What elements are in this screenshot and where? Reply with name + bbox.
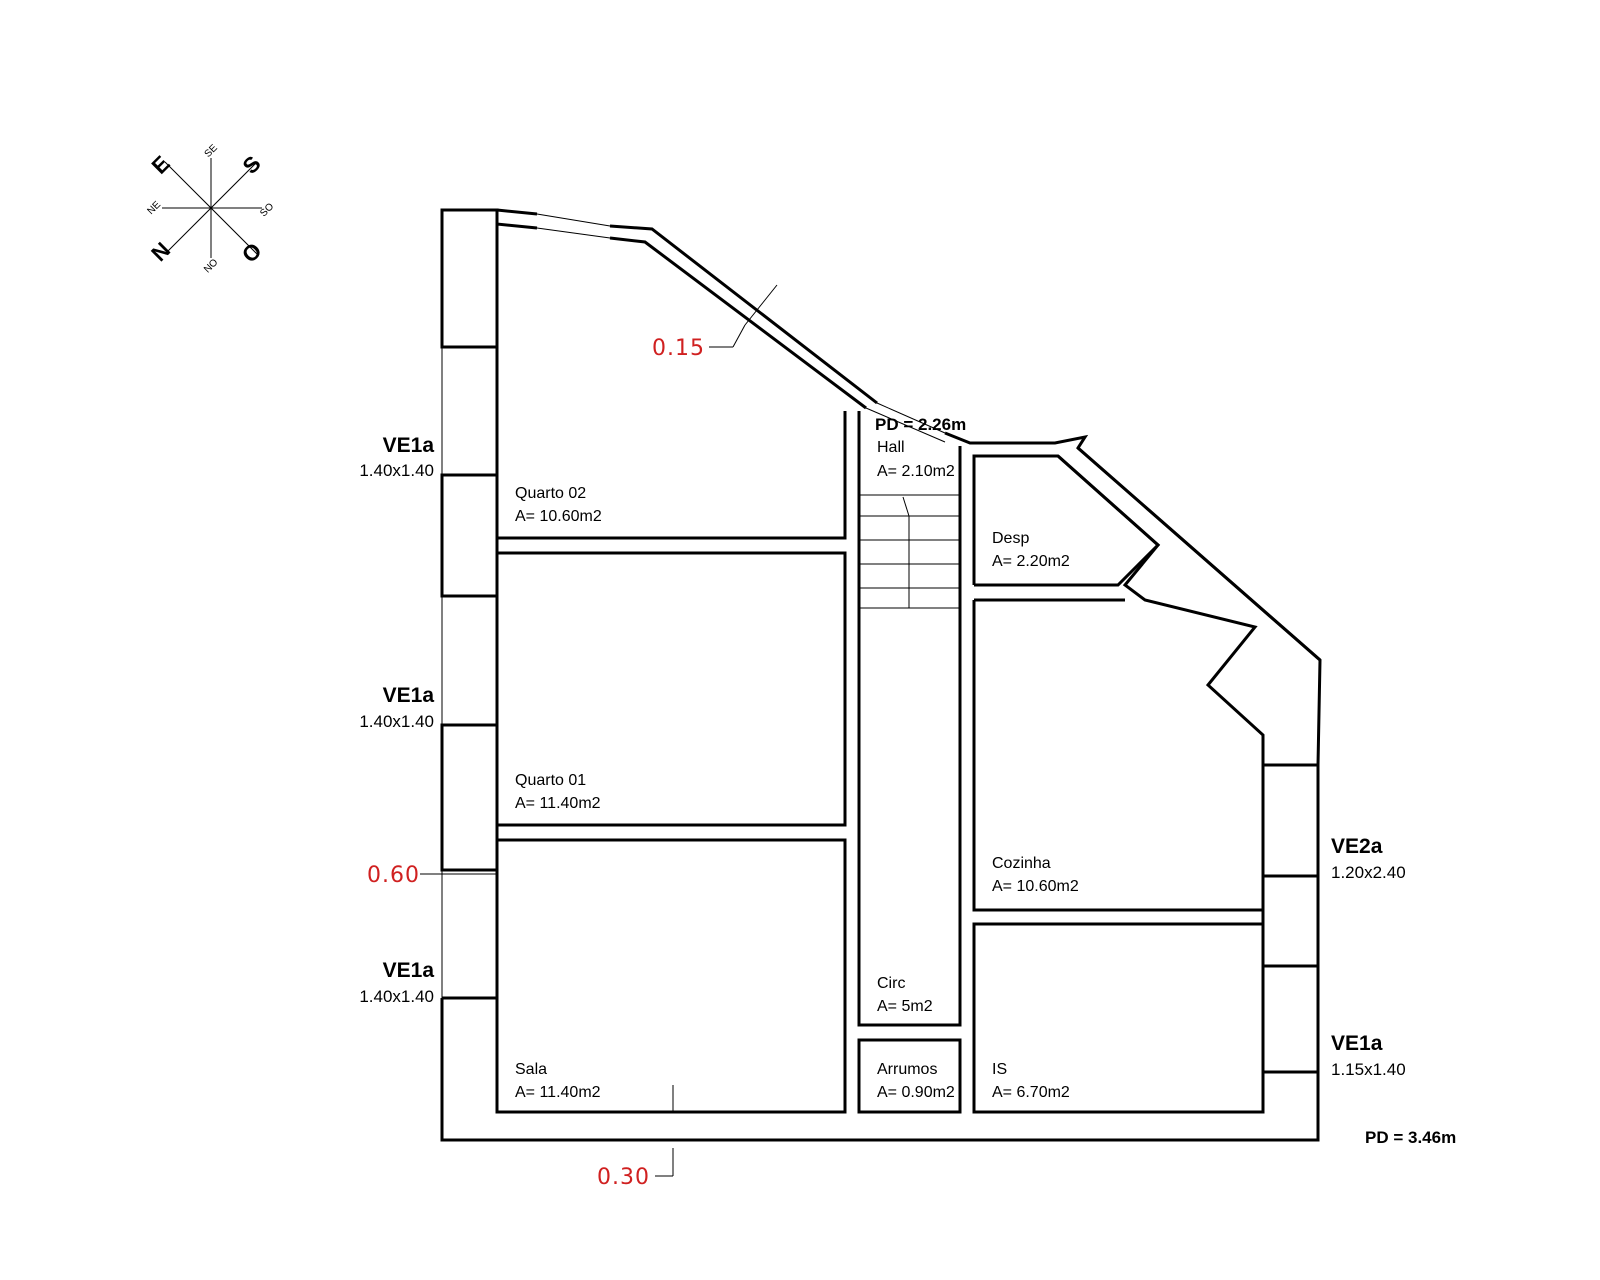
compass-east: E <box>147 151 175 179</box>
room-name: Quarto 01 <box>515 772 586 789</box>
room-area: A= 5m2 <box>877 998 933 1015</box>
window-size: 1.15x1.40 <box>1331 1060 1406 1079</box>
exterior-walls <box>440 208 1322 1142</box>
window-size: 1.40x1.40 <box>359 987 434 1006</box>
window-code: VE1a <box>1331 1032 1383 1055</box>
room-area: A= 10.60m2 <box>992 878 1079 895</box>
compass-north: N <box>146 237 175 266</box>
room-area: A= 10.60m2 <box>515 508 602 525</box>
compass-rose: N E S O NE SE SO NO <box>145 142 276 275</box>
room-name: IS <box>992 1061 1007 1078</box>
room-name: Circ <box>877 975 905 992</box>
room-name: Hall <box>877 439 905 456</box>
room-area: A= 11.40m2 <box>515 795 601 812</box>
dimension-lines <box>420 284 778 1177</box>
compass-so: SO <box>258 201 276 219</box>
wall-dimension-label: 0.15 <box>652 336 705 361</box>
room-name: Quarto 02 <box>515 485 586 502</box>
room-area: A= 2.20m2 <box>992 553 1070 570</box>
window-code: VE1a <box>383 434 435 457</box>
window-size: 1.20x2.40 <box>1331 863 1406 882</box>
compass-no: NO <box>202 257 221 276</box>
ceiling-height-main: PD = 3.46m <box>1365 1128 1456 1147</box>
wall-dimension-label: 0.60 <box>367 863 420 888</box>
room-area: A= 11.40m2 <box>515 1084 601 1101</box>
compass-se: SE <box>203 142 220 159</box>
window-code: VE1a <box>383 959 435 982</box>
window-size: 1.40x1.40 <box>359 461 434 480</box>
room-name: Sala <box>515 1061 547 1078</box>
room-name: Cozinha <box>992 855 1051 872</box>
compass-south: S <box>238 151 266 179</box>
room-area: A= 0.90m2 <box>877 1084 955 1101</box>
compass-ne: NE <box>145 199 163 217</box>
room-name: Desp <box>992 530 1029 547</box>
room-name: Arrumos <box>877 1061 937 1078</box>
compass-west: O <box>237 238 267 268</box>
wall-dimension-label: 0.30 <box>597 1165 650 1190</box>
room-area: A= 6.70m2 <box>992 1084 1070 1101</box>
room-outlines <box>495 347 1265 1114</box>
window-code: VE1a <box>383 684 435 707</box>
room-area: A= 2.10m2 <box>877 463 955 480</box>
ceiling-height-hall: PD = 2.26m <box>875 415 966 434</box>
stairs <box>859 494 960 609</box>
window-size: 1.40x1.40 <box>359 712 434 731</box>
window-code: VE2a <box>1331 835 1383 858</box>
